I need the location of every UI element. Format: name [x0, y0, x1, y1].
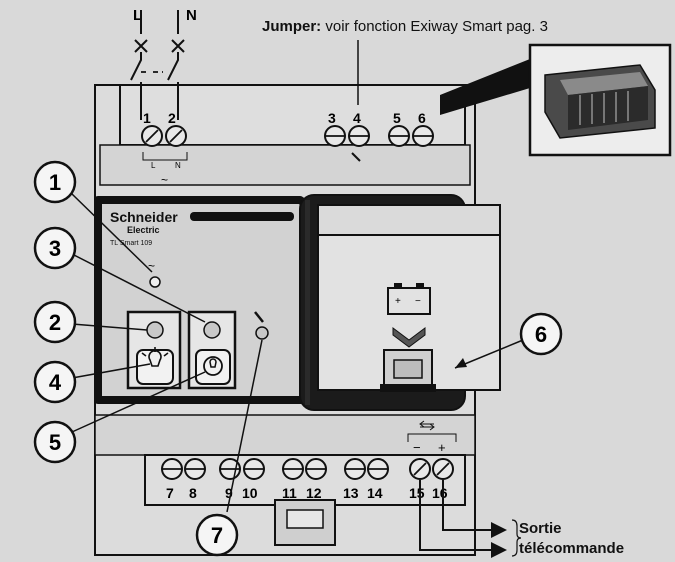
svg-text:6: 6: [535, 322, 547, 347]
polarity-minus: −: [413, 440, 421, 455]
battery-icon: + −: [387, 283, 431, 315]
terminal-8-label: 8: [189, 485, 197, 501]
jumper-inset: [357, 40, 672, 157]
terminal-14-label: 14: [367, 485, 383, 501]
line-label: L: [133, 7, 142, 24]
jumper-caption-text: voir fonction Exiway Smart pag. 3: [321, 18, 548, 35]
terminal-11-label: 11: [282, 485, 297, 501]
svg-text:5: 5: [49, 430, 61, 455]
output-wiring: [419, 480, 522, 558]
svg-text:4: 4: [49, 370, 62, 395]
callout-4: 4: [33, 360, 77, 404]
callout-6: 6: [519, 312, 563, 356]
terminal-n-label: N: [175, 161, 181, 170]
terminal-6-label: 6: [418, 110, 426, 126]
brand-name: Schneider: [110, 209, 178, 225]
polarity-plus: +: [438, 440, 446, 455]
front-controls: ~: [126, 259, 269, 390]
battery-door-latch: [380, 349, 436, 392]
terminal-2-label: 2: [168, 110, 176, 126]
terminal-15-label: 15: [409, 485, 425, 501]
callout-5: 5: [33, 420, 77, 464]
neutral-label: N: [186, 7, 197, 24]
ac-symbol: ~: [161, 173, 168, 187]
svg-text:7: 7: [211, 523, 223, 548]
callout-2: 2: [33, 300, 77, 344]
terminal-16-label: 16: [432, 485, 448, 501]
terminal-12-label: 12: [306, 485, 322, 501]
svg-text:1: 1: [49, 170, 61, 195]
top-terminals: 1 2 3 4 5 6 L N ~: [141, 110, 434, 187]
chevron-down-icon: [392, 327, 426, 348]
svg-text:+: +: [395, 296, 401, 307]
jumper-connector: [544, 64, 656, 139]
led-supply-symbol: ~: [148, 259, 155, 273]
terminal-7-label: 7: [166, 485, 174, 501]
supply-wiring: L N: [130, 7, 197, 120]
wrench-small-icon: [351, 152, 361, 162]
terminal-9-label: 9: [225, 485, 233, 501]
light-icon: [141, 347, 169, 367]
callout-3: 3: [33, 226, 77, 270]
terminal-3-label: 3: [328, 110, 336, 126]
brand-logo: Schneider Electric TL Smart 109: [110, 209, 294, 247]
callout-leaders: [71, 193, 524, 513]
terminal-4-label: 4: [353, 110, 361, 126]
svg-text:−: −: [415, 296, 421, 307]
svg-text:2: 2: [49, 310, 61, 335]
callout-1: 1: [33, 160, 77, 204]
led-right: [203, 321, 221, 339]
terminal-1-label: 1: [143, 110, 151, 126]
terminal-l-label: L: [151, 161, 156, 170]
led-left: [146, 321, 164, 339]
model-label: TL Smart 109: [110, 240, 152, 247]
callout-7: 7: [195, 513, 239, 557]
terminal-5-label: 5: [393, 110, 401, 126]
led-jumper: [255, 326, 269, 340]
svg-text:3: 3: [49, 236, 61, 261]
jumper-caption-bold: Jumper:: [262, 18, 322, 35]
terminal-10-label: 10: [242, 485, 258, 501]
wrench-icon: [254, 311, 264, 323]
output-label-line1: Sortie: [519, 520, 562, 537]
output-label-line2: télécommande: [519, 540, 625, 557]
terminal-13-label: 13: [343, 485, 359, 501]
brand-sub: Electric: [127, 225, 160, 235]
bulb-icon: [203, 356, 223, 376]
output-arrows-icon: [419, 420, 435, 431]
led-supply: [149, 276, 161, 288]
callouts: 1 3 2 4 5 6 7: [33, 160, 563, 557]
jumper-caption: Jumper: voir fonction Exiway Smart pag. …: [262, 18, 548, 35]
pushbutton-light[interactable]: [136, 349, 174, 385]
